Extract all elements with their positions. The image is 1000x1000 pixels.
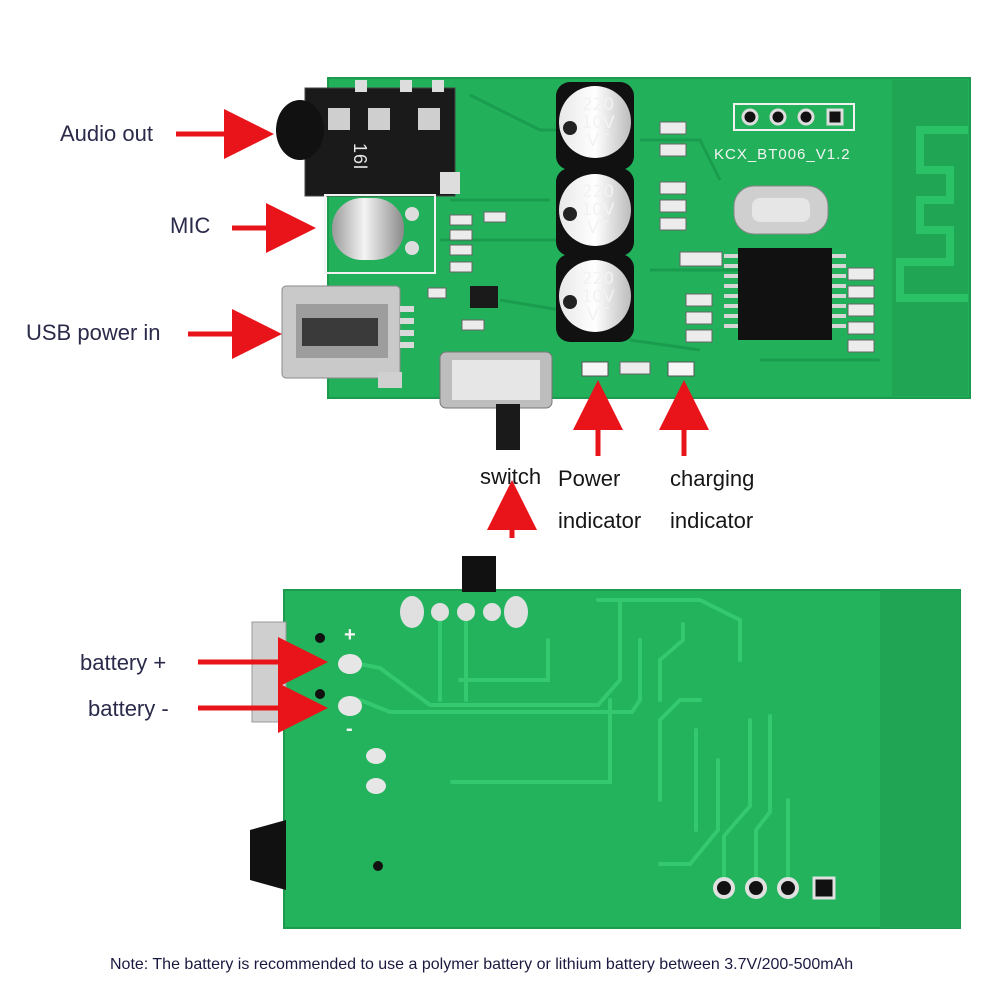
switch-lever-back bbox=[462, 556, 496, 592]
capacitor-3 bbox=[556, 254, 634, 342]
cap1-line2: 10V bbox=[581, 113, 615, 133]
capacitor-2 bbox=[556, 168, 634, 256]
label-battery-plus: battery + bbox=[80, 650, 167, 675]
audio-jack bbox=[304, 87, 456, 197]
battery-minus-pad bbox=[338, 696, 362, 716]
top-board bbox=[276, 77, 971, 450]
annotation-arrows bbox=[176, 109, 709, 733]
cap3-line2: 10V bbox=[581, 287, 615, 307]
antenna-trace bbox=[896, 126, 968, 302]
label-usb-power: USB power in bbox=[26, 320, 161, 345]
label-power-indicator-2: indicator bbox=[558, 508, 642, 533]
capacitor-1-text: 220 10V VT bbox=[578, 96, 618, 150]
cap1-line1: 220 bbox=[581, 95, 615, 115]
label-battery-minus: battery - bbox=[88, 696, 169, 721]
label-charging-indicator-1: charging bbox=[670, 466, 755, 491]
bottom-board bbox=[250, 556, 961, 929]
capacitor-3-text: 220 10V VT bbox=[578, 270, 618, 324]
label-charging-indicator-2: indicator bbox=[670, 508, 754, 533]
board-silkscreen: KCX_BT006_V1.2 bbox=[714, 146, 851, 163]
bluetooth-ic bbox=[738, 248, 832, 340]
capacitor-1 bbox=[556, 82, 634, 170]
small-ic bbox=[470, 286, 498, 308]
cap1-line3: VT bbox=[586, 131, 609, 151]
plus-mark: + bbox=[344, 624, 357, 646]
cap2-line2: 10V bbox=[581, 200, 615, 220]
microphone bbox=[332, 198, 404, 260]
audio-jack-hole bbox=[276, 100, 324, 160]
label-power-indicator-1: Power bbox=[558, 466, 621, 491]
jack-marking: 16l bbox=[350, 142, 371, 171]
capacitor-2-text: 220 10V VT bbox=[578, 183, 618, 237]
power-led bbox=[581, 361, 609, 377]
cap3-line3: VT bbox=[586, 305, 609, 325]
label-switch: switch bbox=[480, 464, 542, 489]
label-audio-out: Audio out bbox=[60, 121, 153, 146]
bottom-antenna-area bbox=[880, 590, 960, 928]
cap2-line1: 220 bbox=[581, 182, 615, 202]
switch-lever bbox=[496, 404, 520, 450]
cap3-line1: 220 bbox=[581, 269, 615, 289]
battery-plus-pad bbox=[338, 654, 362, 674]
cap2-line3: VT bbox=[586, 218, 609, 238]
label-mic: MIC bbox=[170, 213, 211, 238]
minus-mark: - bbox=[346, 718, 354, 740]
bottom-jack bbox=[250, 820, 286, 890]
charging-led bbox=[667, 361, 695, 377]
battery-note: Note: The battery is recommended to use … bbox=[110, 956, 854, 973]
